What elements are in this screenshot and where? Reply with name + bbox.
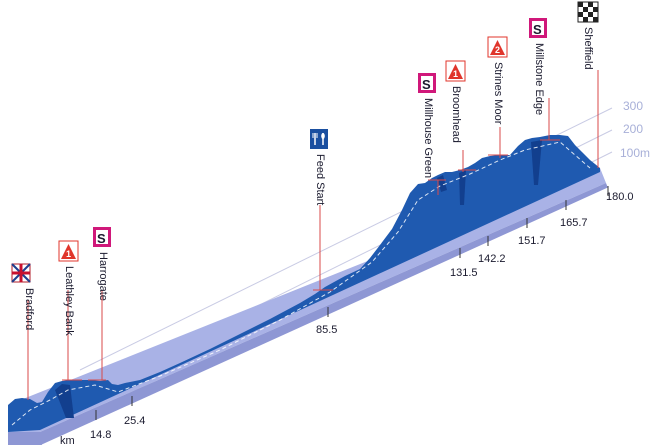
dist-label-25-4: 25.4 xyxy=(124,415,145,427)
dist-label-165-7: 165.7 xyxy=(560,217,588,229)
fork-knife-icon xyxy=(310,129,328,149)
sprint-icon-letter: S xyxy=(97,231,106,246)
place-leader-lines xyxy=(27,70,599,400)
place-harrogate: S Harrogate xyxy=(93,227,111,301)
profile-base-front xyxy=(8,183,608,445)
place-markers: Bradford 1 Leathley Bank S Harrogate xyxy=(11,1,599,336)
place-label-feed-start: Feed Start xyxy=(314,154,326,205)
place-label-sheffield: Sheffield xyxy=(582,27,594,70)
elevation-profile xyxy=(8,135,600,432)
climb-cat-2-icon: 2 xyxy=(487,36,508,58)
sprint-icon-letter: S xyxy=(422,77,431,92)
place-label-broomhead: Broomhead xyxy=(450,86,462,143)
place-millstone-edge: S Millstone Edge xyxy=(529,18,547,115)
place-millhouse-green: S Millhouse Green xyxy=(418,73,436,178)
place-label-strines-moor: Strines Moor xyxy=(492,62,504,125)
sprint-icon: S xyxy=(529,18,547,38)
dist-label-14-8: 14.8 xyxy=(90,429,111,441)
distance-markers: 14.8 25.4 85.5 131.5 142.2 151.7 165.7 1… xyxy=(60,186,634,447)
climb-cat-1-icon: 1 xyxy=(58,240,79,262)
sprint-icon: S xyxy=(93,227,111,247)
place-label-millstone-edge: Millstone Edge xyxy=(533,43,545,115)
place-label-harrogate: Harrogate xyxy=(97,252,109,301)
dist-label-131-5: 131.5 xyxy=(450,267,478,279)
distance-unit-label: km xyxy=(60,435,75,447)
climb-cat-1-icon-text: 1 xyxy=(453,69,458,79)
place-bradford: Bradford xyxy=(11,263,35,330)
finish-flag-icon xyxy=(577,1,599,23)
route-dashed-line xyxy=(11,141,591,426)
altitude-label-200: 200 xyxy=(623,122,643,136)
valley-leathley xyxy=(55,384,74,418)
sprint-icon: S xyxy=(418,73,436,93)
profile-base-edge xyxy=(41,187,609,446)
dist-label-142-2: 142.2 xyxy=(478,253,506,265)
place-label-bradford: Bradford xyxy=(23,288,35,330)
climb-cat-1-icon: 1 xyxy=(445,60,466,82)
profile-tick-marks xyxy=(62,139,560,381)
place-feed-start: Feed Start xyxy=(310,129,328,205)
altitude-label-100m: 100m xyxy=(620,146,650,160)
start-flag-icon xyxy=(11,263,31,283)
valley-millstone xyxy=(531,140,542,185)
climb-cat-1-icon-text: 1 xyxy=(66,249,71,259)
elevation-profile-shape xyxy=(8,135,600,432)
altitude-label-300: 300 xyxy=(623,99,643,113)
place-broomhead: 1 Broomhead xyxy=(445,60,466,143)
valley-broomhead xyxy=(459,170,466,205)
dist-label-85-5: 85.5 xyxy=(316,324,337,336)
climb-cat-2-icon-text: 2 xyxy=(495,45,500,55)
place-strines-moor: 2 Strines Moor xyxy=(487,36,508,125)
dist-label-180-0: 180.0 xyxy=(606,191,634,203)
place-leathley-bank: 1 Leathley Bank xyxy=(58,240,79,336)
sprint-icon-letter: S xyxy=(533,22,542,37)
dist-label-151-7: 151.7 xyxy=(518,235,546,247)
place-label-millhouse-green: Millhouse Green xyxy=(422,98,434,178)
place-label-leathley-bank: Leathley Bank xyxy=(63,266,75,336)
valley-millhouse xyxy=(437,175,447,192)
place-sheffield: Sheffield xyxy=(577,1,599,70)
